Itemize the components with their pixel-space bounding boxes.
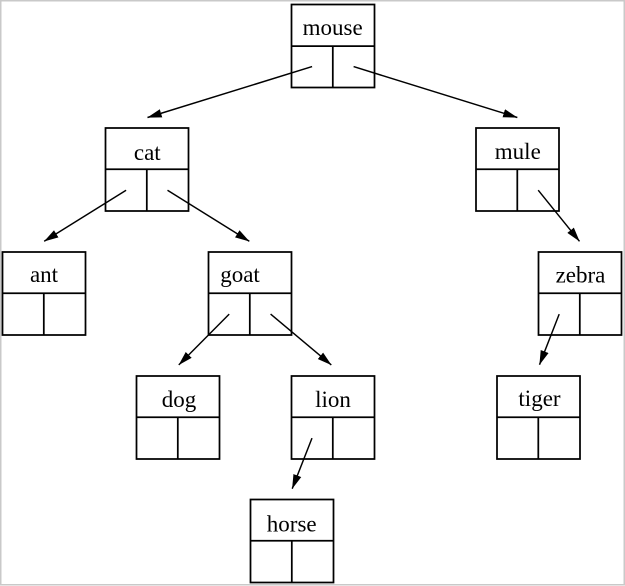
svg-text:goat: goat — [220, 262, 260, 287]
svg-text:horse: horse — [267, 511, 317, 536]
svg-text:zebra: zebra — [556, 263, 606, 288]
svg-text:lion: lion — [315, 387, 351, 412]
svg-text:mouse: mouse — [303, 15, 363, 40]
svg-text:ant: ant — [30, 262, 59, 287]
svg-text:mule: mule — [495, 139, 541, 164]
svg-text:tiger: tiger — [518, 386, 560, 411]
svg-text:dog: dog — [162, 387, 197, 412]
svg-text:cat: cat — [134, 140, 161, 165]
